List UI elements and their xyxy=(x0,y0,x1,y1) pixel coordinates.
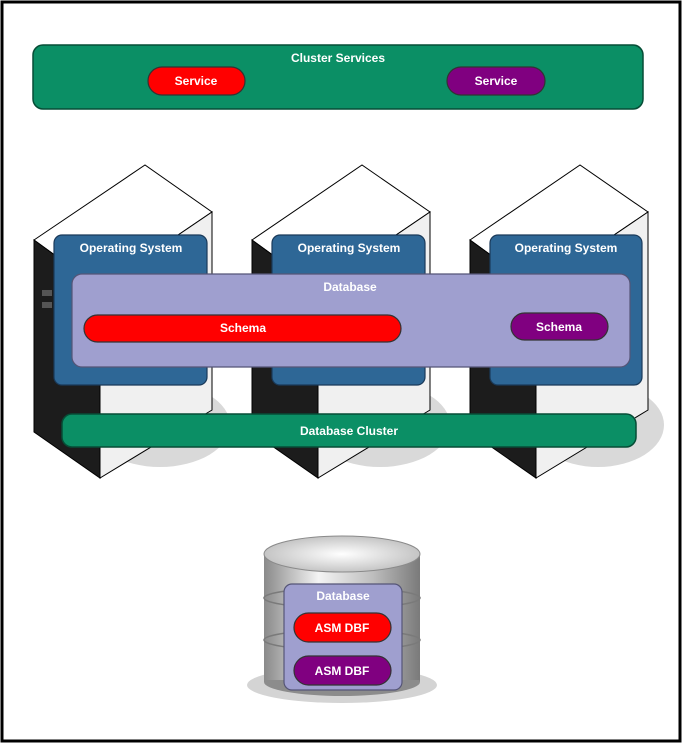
asm-dbf-label-purple: ASM DBF xyxy=(315,664,370,678)
cluster-services-title: Cluster Services xyxy=(291,51,385,65)
service-label-red: Service xyxy=(175,74,218,88)
schema-pill-red xyxy=(83,314,402,343)
cluster-services-panel: Cluster Services Service Service xyxy=(32,44,644,110)
os-label-2: Operating System xyxy=(298,241,401,255)
os-label-1: Operating System xyxy=(80,241,183,255)
database-cluster-bar xyxy=(61,413,637,448)
os-label-3: Operating System xyxy=(515,241,618,255)
database-title: Database xyxy=(323,280,377,294)
asm-dbf-pill-red xyxy=(293,612,392,643)
database-cluster-panel: Database Cluster xyxy=(61,413,637,448)
schema-pill-purple xyxy=(510,312,609,341)
database-panel: Database Schema Schema xyxy=(71,273,631,368)
storage-database-title: Database xyxy=(316,589,370,603)
asm-dbf-label-red: ASM DBF xyxy=(315,621,370,635)
service-pill-purple xyxy=(446,66,546,96)
service-label-purple: Service xyxy=(475,74,518,88)
schema-label-red: Schema xyxy=(220,321,266,335)
database-cluster-label: Database Cluster xyxy=(300,424,398,438)
schema-label-purple: Schema xyxy=(536,320,582,334)
asm-dbf-pill-purple xyxy=(293,655,392,686)
storage-database-panel: Database ASM DBF ASM DBF xyxy=(283,583,403,691)
service-pill-red xyxy=(147,66,246,96)
